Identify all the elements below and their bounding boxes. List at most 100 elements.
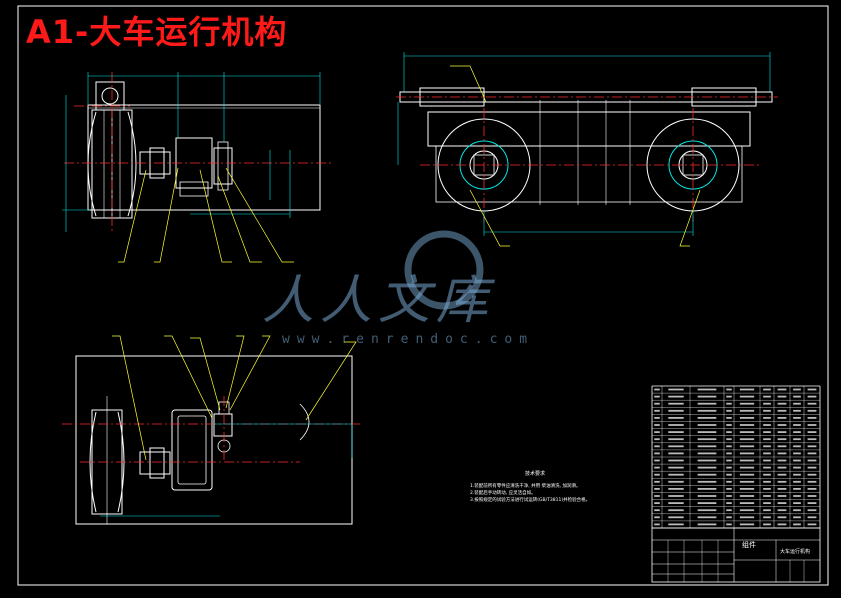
bom-cell-text: [654, 495, 660, 497]
parts-list-table: [651, 385, 821, 529]
bom-cell-text: [777, 431, 787, 433]
bom-cell-text: [668, 459, 684, 462]
bom-cell-text: [726, 480, 732, 483]
watermark-logo-ring: [404, 230, 484, 310]
bom-cell-text: [777, 488, 787, 490]
bom-cell-text: [697, 502, 717, 504]
bom-cell-text: [777, 459, 787, 462]
bom-cell-text: [777, 502, 787, 504]
drawing-frame: [17, 5, 829, 586]
bom-cell-text: [793, 502, 801, 504]
bom-cell-text: [654, 502, 660, 504]
bom-cell-text: [668, 523, 684, 526]
bom-cell-text: [777, 452, 787, 455]
bom-cell-text: [739, 388, 755, 391]
bom-cell-text: [807, 431, 817, 433]
title-block: 组件 大车运行机构: [651, 527, 821, 583]
bom-cell-text: [726, 488, 732, 490]
bom-cell-text: [793, 473, 801, 476]
bom-cell-text: [793, 438, 801, 441]
title-block-name: 大车运行机构: [780, 548, 810, 555]
bom-cell-text: [697, 438, 717, 441]
bom-cell-text: [697, 488, 717, 490]
bom-cell-text: [739, 466, 755, 469]
bom-cell-text: [793, 509, 801, 512]
bom-cell-text: [654, 459, 660, 462]
tech-notes-heading: 技术要求: [524, 471, 545, 477]
bom-cell-text: [793, 466, 801, 469]
bom-cell-text: [793, 395, 801, 398]
bom-cell-text: [763, 502, 771, 504]
bom-cell-text: [668, 480, 684, 483]
bom-cell-text: [739, 523, 755, 526]
bom-cell-text: [697, 516, 717, 519]
bom-cell-text: [726, 495, 732, 497]
bom-cell-text: [668, 495, 684, 497]
bom-cell-text: [697, 452, 717, 455]
bom-cell-text: [739, 473, 755, 476]
bom-cell-text: [763, 473, 771, 476]
bom-cell-text: [763, 438, 771, 441]
bom-cell-text: [654, 431, 660, 433]
bom-cell-text: [654, 388, 660, 391]
bom-cell-text: [697, 402, 717, 405]
bom-cell-text: [697, 417, 717, 419]
bom-cell-text: [668, 417, 684, 419]
bom-cell-text: [739, 488, 755, 490]
bom-cell-text: [763, 395, 771, 398]
bom-cell-text: [807, 459, 817, 462]
bom-cell-text: [668, 509, 684, 512]
bom-cell-text: [777, 509, 787, 512]
bom-cell-text: [739, 395, 755, 398]
bom-cell-text: [807, 509, 817, 512]
title-block-unit: 组件: [742, 540, 756, 549]
bom-cell-text: [668, 445, 684, 448]
bom-cell-text: [654, 438, 660, 441]
bom-cell-text: [807, 438, 817, 441]
drawing-title: A1-大车运行机构: [26, 13, 288, 51]
bom-cell-text: [697, 445, 717, 448]
bom-cell-text: [763, 509, 771, 512]
bom-cell-text: [726, 466, 732, 469]
tech-notes: 技术要求 1.装配前所有零件应清洗干净, 并用 柴油清洗, 加润滑。 2.装配后…: [470, 470, 620, 504]
bom-cell-text: [697, 480, 717, 483]
bom-cell-text: [739, 509, 755, 512]
bom-cell-text: [793, 452, 801, 455]
bom-cell-text: [654, 409, 660, 412]
bom-cell-text: [726, 395, 732, 398]
bom-cell-text: [668, 438, 684, 441]
bom-cell-text: [697, 395, 717, 398]
bom-cell-text: [763, 424, 771, 426]
bom-cell-text: [697, 466, 717, 469]
bom-cell-text: [739, 445, 755, 448]
bottom-left-view: [62, 335, 360, 525]
bom-cell-text: [726, 409, 732, 412]
bom-cell-text: [654, 402, 660, 405]
bom-cell-text: [726, 502, 732, 504]
bom-cell-text: [763, 409, 771, 412]
bom-cell-text: [807, 495, 817, 497]
bom-cell-text: [668, 488, 684, 490]
bom-cell-text: [654, 516, 660, 519]
bom-cell-text: [793, 417, 801, 419]
tech-notes-line: 2.装配后手动转动, 应灵活自如。: [470, 491, 536, 496]
bom-cell-text: [777, 495, 787, 497]
top-right-view: [396, 52, 778, 247]
bom-cell-text: [763, 495, 771, 497]
bom-cell-text: [807, 417, 817, 419]
bom-cell-text: [807, 473, 817, 476]
bom-cell-text: [793, 431, 801, 433]
bom-cell-text: [807, 395, 817, 398]
bom-cell-text: [777, 417, 787, 419]
top-left-view: [62, 72, 332, 263]
bom-cell-text: [726, 452, 732, 455]
bom-cell-text: [726, 473, 732, 476]
bom-cell-text: [807, 523, 817, 526]
bom-cell-text: [654, 417, 660, 419]
bom-cell-text: [654, 395, 660, 398]
bom-cell-text: [763, 388, 771, 391]
bom-cell-text: [739, 480, 755, 483]
bom-cell-text: [697, 409, 717, 412]
bom-cell-text: [807, 424, 817, 426]
bom-cell-text: [763, 516, 771, 519]
